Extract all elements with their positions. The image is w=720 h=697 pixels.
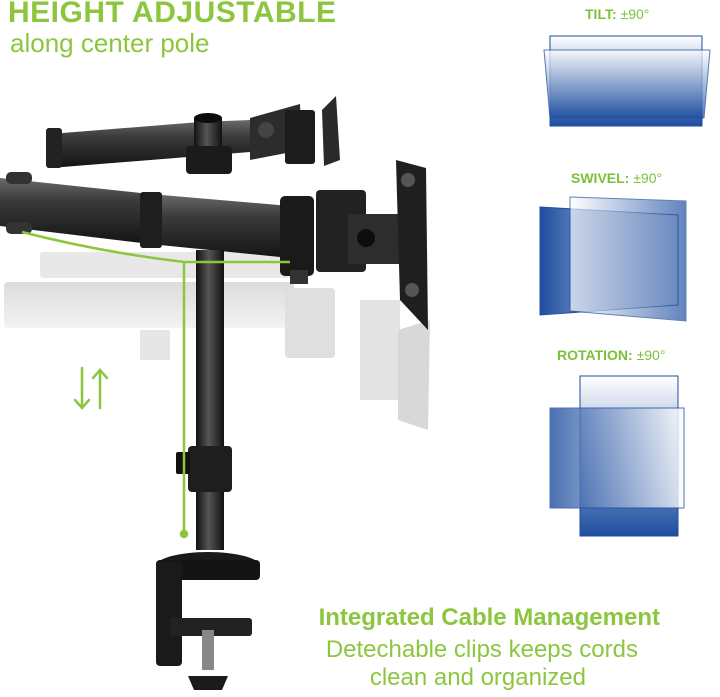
rotation-diagram-icon <box>549 375 685 537</box>
front-arm <box>0 160 428 330</box>
tilt-label: TILT: ±90° <box>585 6 649 22</box>
swivel-label: SWIVEL: ±90° <box>571 170 662 186</box>
rotation-label: ROTATION: ±90° <box>557 347 665 363</box>
tilt-value: ±90° <box>620 6 650 22</box>
cable-management-line2: clean and organized <box>369 664 586 691</box>
rotation-value: ±90° <box>636 347 666 363</box>
up-down-arrows-icon <box>73 366 109 410</box>
page-title: HEIGHT ADJUSTABLE <box>8 0 337 29</box>
page-subtitle: along center pole <box>10 28 210 58</box>
tilt-diagram-icon <box>543 35 711 127</box>
cable-management-title: Integrated Cable Management <box>318 604 660 631</box>
swivel-label-text: SWIVEL: <box>571 170 630 186</box>
swivel-diagram-icon <box>539 196 687 322</box>
tilt-label-text: TILT: <box>585 6 617 22</box>
rotation-label-text: ROTATION: <box>557 347 633 363</box>
cable-management-line1: Detechable clips keeps cords <box>325 636 638 663</box>
center-pole <box>176 113 232 550</box>
swivel-value: ±90° <box>633 170 663 186</box>
desk-clamp <box>156 552 260 690</box>
height-guide-lines <box>21 230 290 539</box>
